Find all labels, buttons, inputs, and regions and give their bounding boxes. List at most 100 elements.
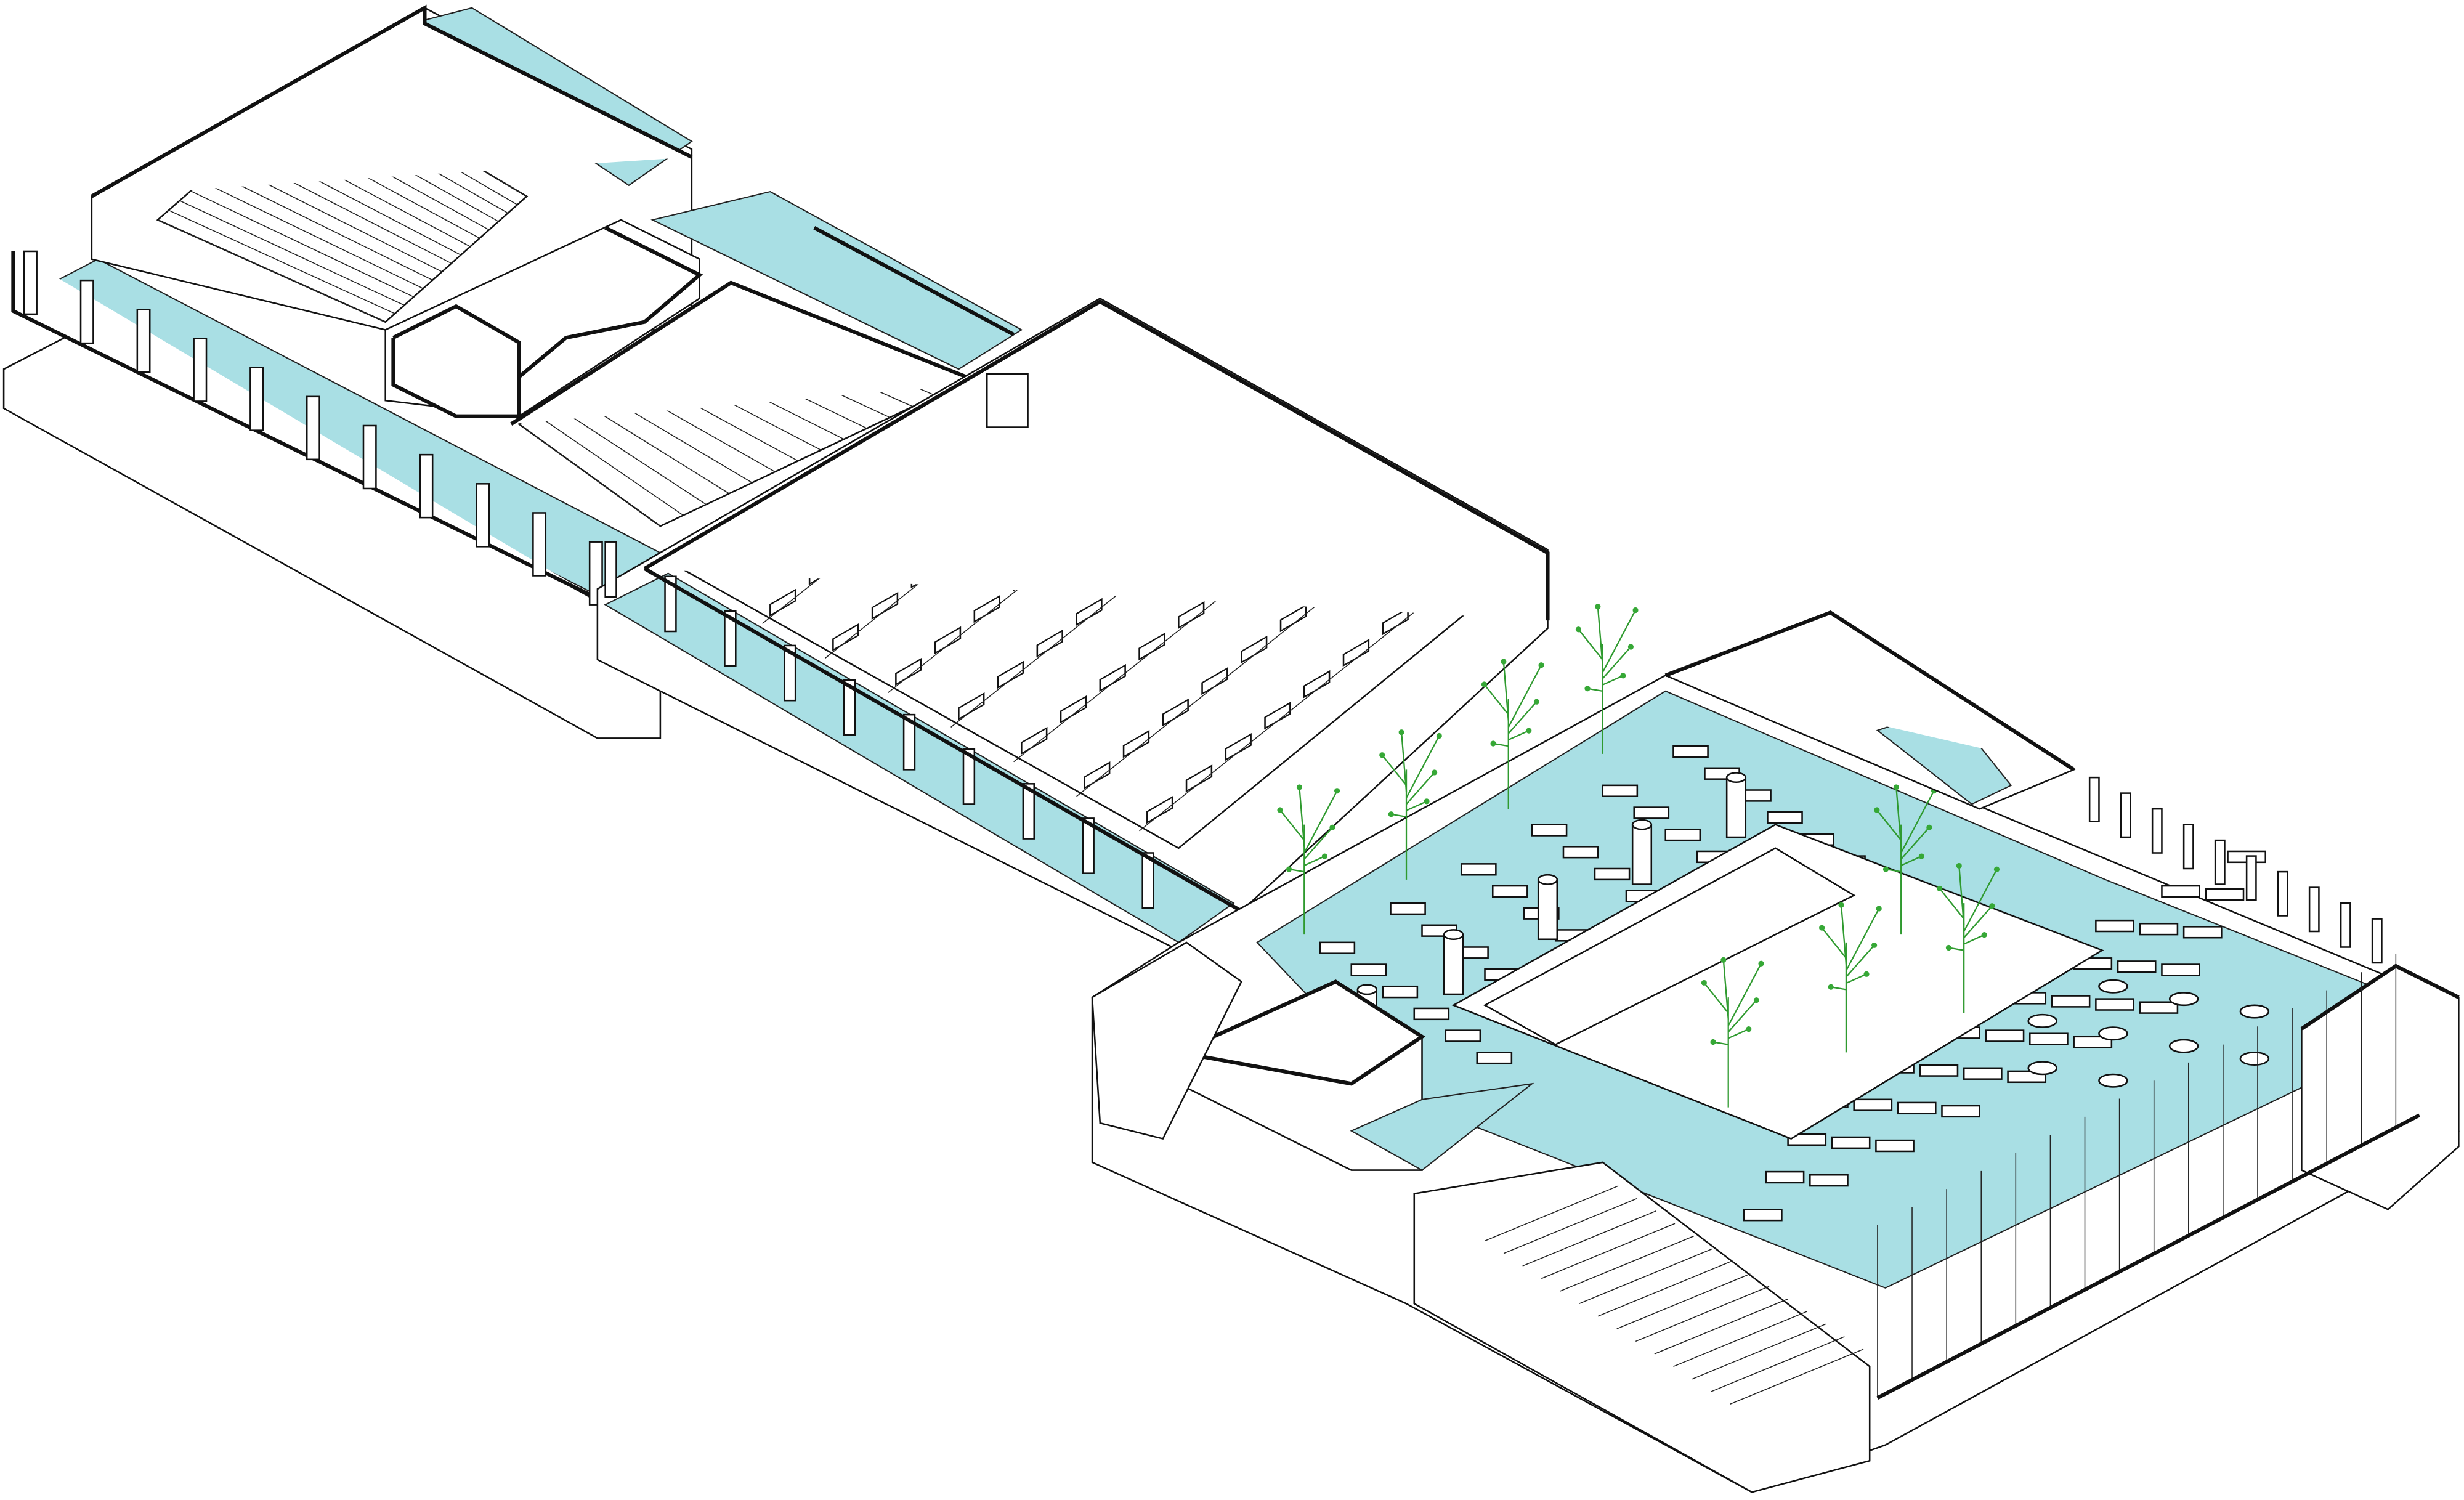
step-edge [1616,1273,1751,1329]
cafe-table [1897,1101,1937,1115]
seat-row [212,171,433,281]
tree-leaf [1481,681,1488,687]
step-edge [1711,1336,1845,1392]
cafe-table [1460,863,1497,876]
round-column [1725,776,1747,838]
facade-post [902,713,916,771]
round-column [1631,824,1653,885]
cafe-table [2117,960,2157,973]
cafe-table [1853,1098,1893,1111]
tree-leaf [1710,1039,1716,1045]
tree-branch [1303,790,1338,854]
step-edge [1560,1235,1694,1292]
auditorium-1-wall [91,4,693,198]
study-desk [895,657,922,686]
tree-branch [1602,609,1637,673]
cafe-table [1602,784,1639,797]
tree-branch [1958,866,1965,925]
tree-leaf [1627,644,1634,650]
tree-branch [1602,675,1624,686]
cafe-table [2205,888,2245,901]
tree-leaf [1926,824,1932,830]
round-table [2168,1039,2199,1053]
left-wing [2,4,1023,739]
fin-post [2308,886,2320,933]
step-edge [1654,1298,1788,1355]
column-top [1537,874,1558,885]
seat-row [190,190,414,298]
cafe-table [1765,1170,1805,1184]
hall-cabinet [986,373,1029,428]
column-top [1443,929,1464,941]
central-study-hall [596,297,1550,952]
terrace-post [362,424,377,490]
cafe-table [1985,1029,2025,1042]
tree-branch [1846,973,1867,984]
tree-leaf [1871,942,1878,949]
terrace-post [249,367,264,431]
cafe-table [2073,1036,2113,1048]
tree-leaf [1758,960,1764,967]
tree-leaf [1334,788,1340,794]
terrace-post [532,512,547,577]
tree-branch [1381,754,1407,786]
tree-branch [1895,787,1902,847]
tree-leaf [1533,699,1540,705]
study-desk [769,588,796,617]
hall-front-wall [643,567,1242,913]
facade-base-line [1876,1113,2421,1400]
tree-branch [1578,629,1603,660]
tree-leaf [1620,673,1626,679]
left-stair-tower [1091,941,1242,1140]
core-rooms [391,304,521,418]
cafe-table [1476,1052,1513,1064]
cafe-table [1531,824,1568,837]
tree-leaf [1989,903,1995,909]
cafe-table [2095,919,2134,933]
cafe-table [2139,1001,2179,1014]
facade-post [1022,783,1035,840]
seat-row [535,413,684,516]
terrace-parapet [11,251,596,599]
tree-leaf [1277,807,1283,813]
column-top [1725,772,1747,784]
tree-leaf [1838,902,1844,908]
tree-leaf [1595,604,1601,610]
tree-branch [1483,684,1509,715]
cafe-table [1672,745,1709,758]
round-table [2027,1013,2057,1028]
tree-branch [1703,982,1729,1014]
tree-branch [1900,790,1935,854]
courtyard-void [1451,824,2104,1140]
front-rooms-wall [1178,979,1426,1086]
tree-branch [1299,787,1305,847]
terrace-posts [23,250,603,606]
round-table [2027,1061,2057,1076]
round-table [2098,1026,2128,1041]
fin-post [2245,855,2257,901]
tree-leaf [1937,885,1943,892]
hall-back-wall [643,299,1550,621]
study-desk [832,623,859,652]
step-edge [1635,1286,1770,1342]
tree-leaf [1538,662,1544,668]
step-edge [1673,1311,1807,1367]
cafe-table [1390,902,1426,915]
tree-branch [1507,665,1542,728]
cafe-table [1594,867,1631,881]
fin-post [2371,918,2383,964]
courtyard-roof [1483,847,1856,1046]
tree-leaf [1918,853,1924,859]
seat-row [518,423,661,527]
tree-branch [1939,888,1965,920]
terrace-post [136,309,151,373]
tree-branch [1963,934,1985,945]
column-top [1356,984,1377,995]
tree-leaf [1379,752,1385,758]
tree-leaf [1819,925,1825,931]
cafe-table [1382,985,1419,999]
facade-post [604,541,617,598]
tree-branch [1727,999,1757,1032]
step-edge [1579,1248,1713,1304]
seat-row [168,209,395,314]
